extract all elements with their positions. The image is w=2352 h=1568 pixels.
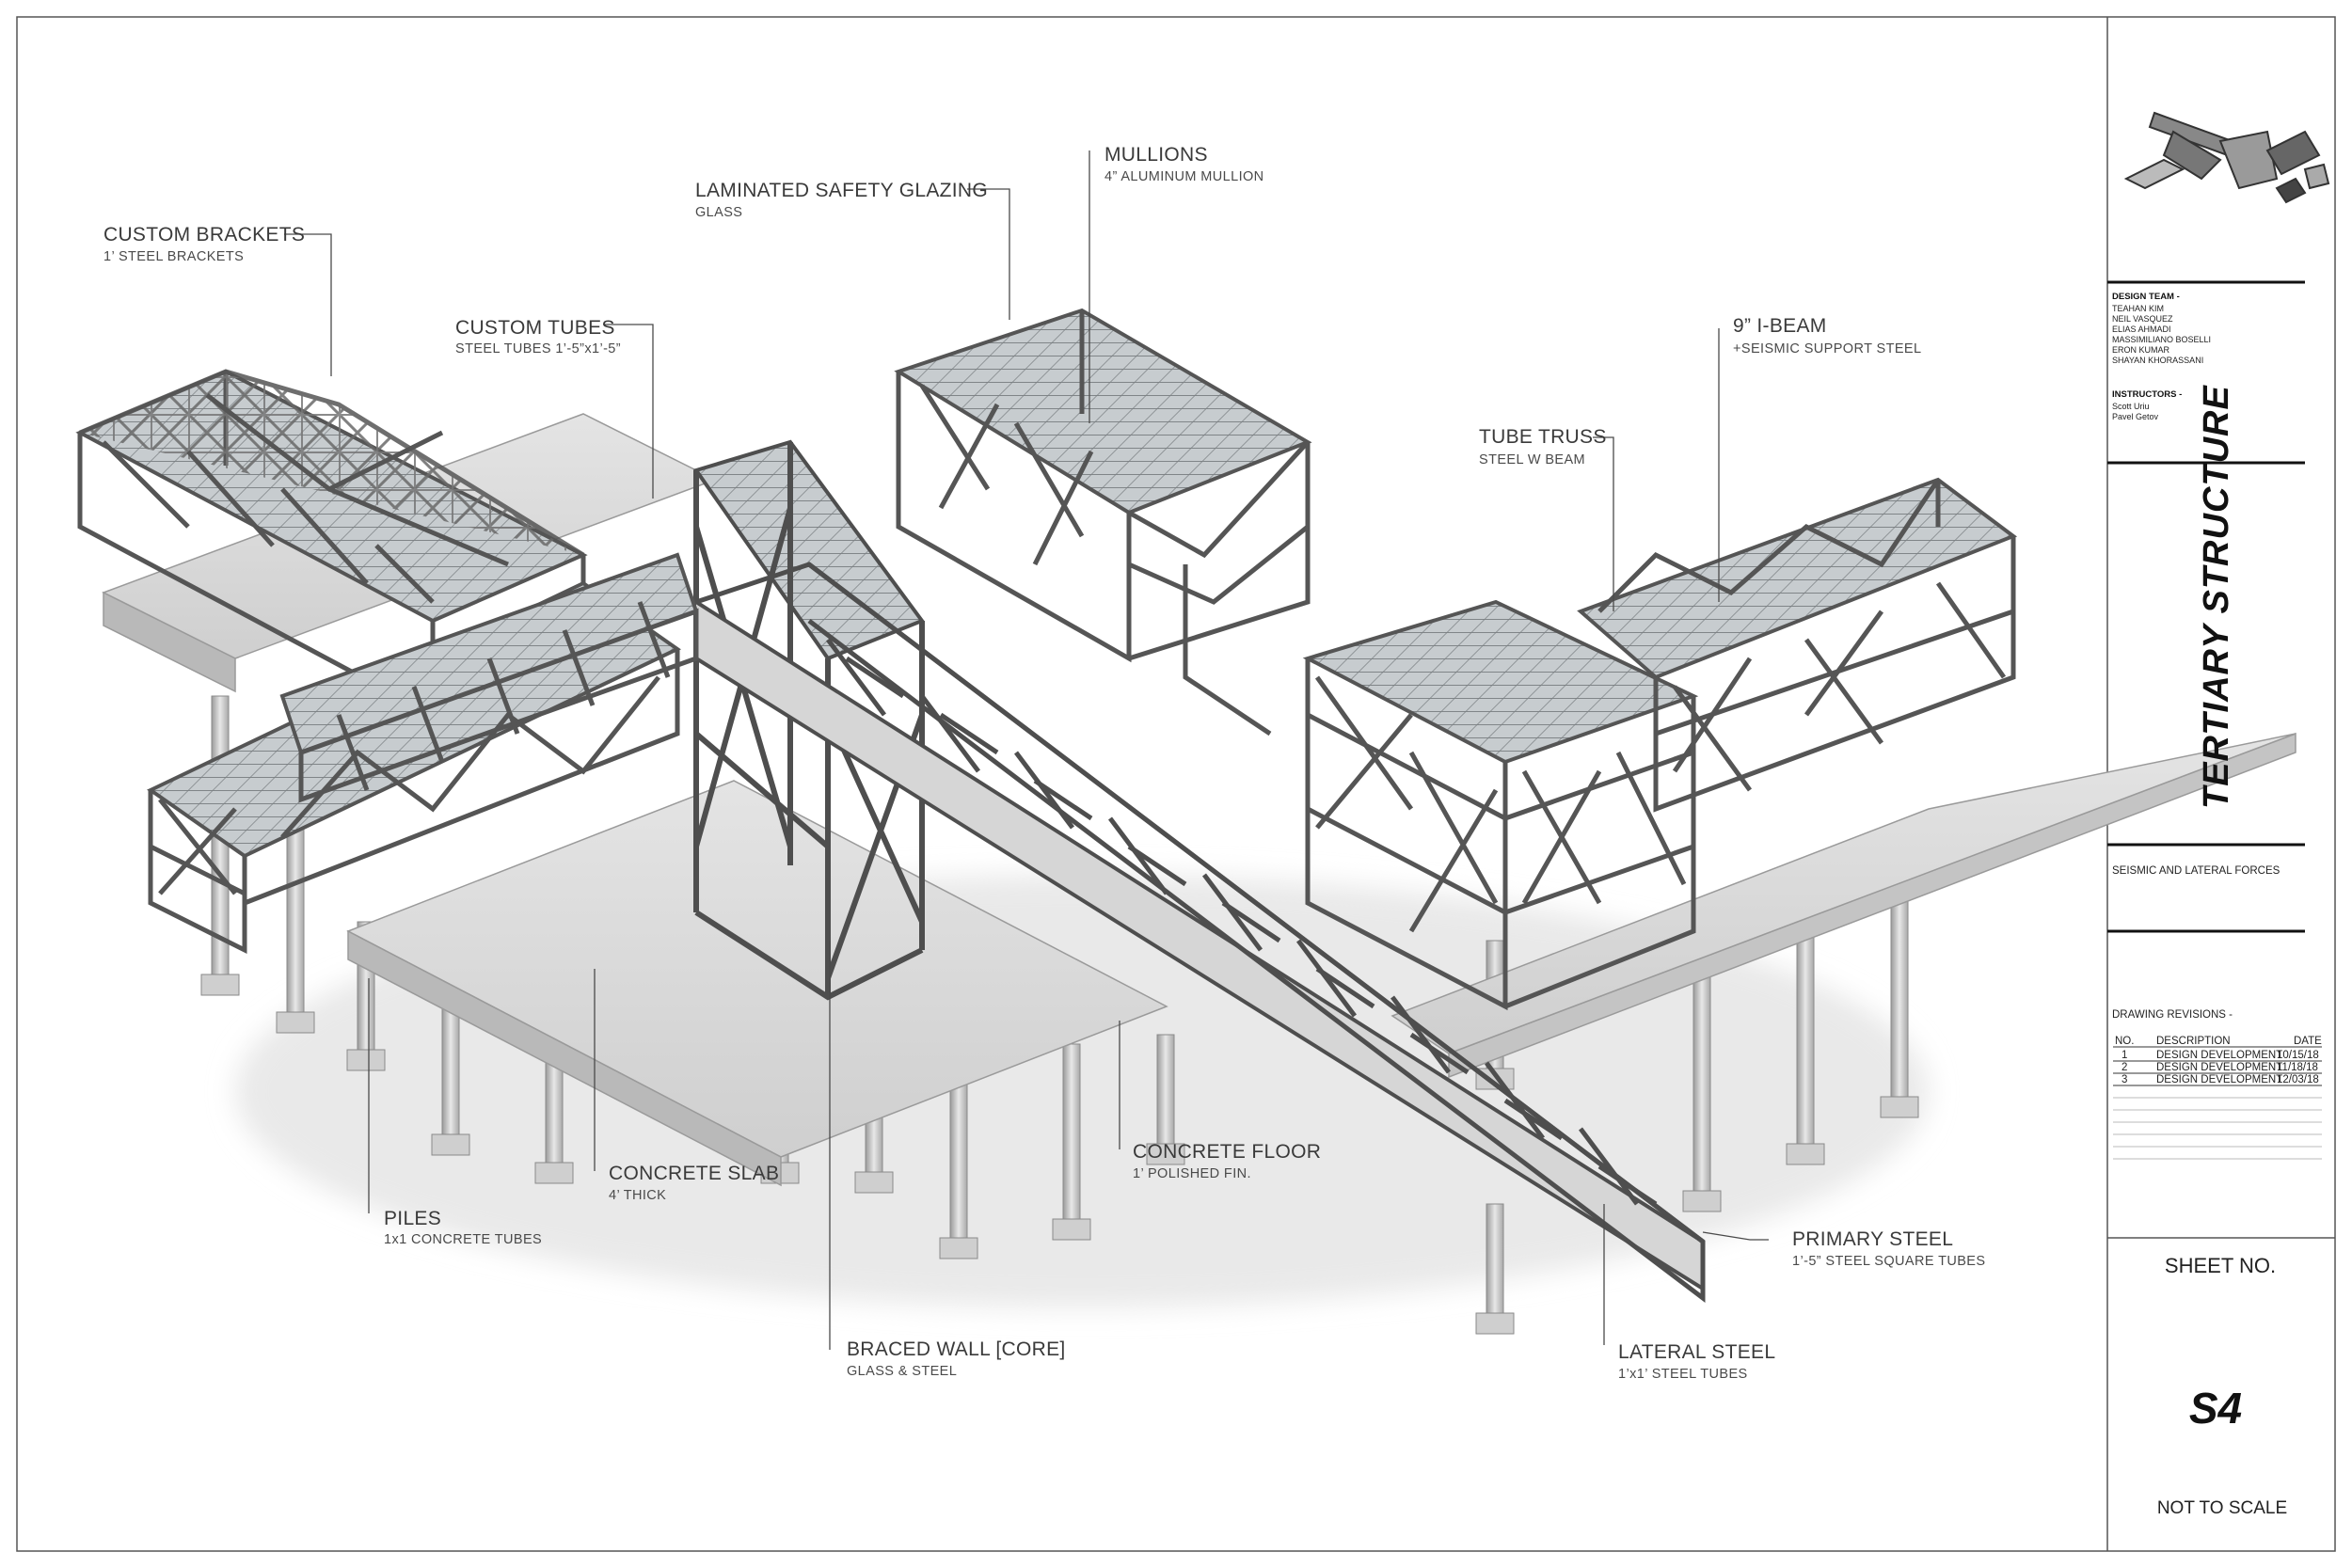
diagonal-bridge-truss	[694, 562, 1706, 1304]
design-team-list: TEAHAN KIM NEIL VASQUEZ ELIAS AHMADI MAS…	[2112, 304, 2211, 365]
svg-text:10/15/18: 10/15/18	[2277, 1050, 2319, 1061]
svg-text:DESCRIPTION: DESCRIPTION	[2156, 1036, 2231, 1047]
right-long-wing	[1577, 477, 2018, 813]
title-block: DESIGN TEAM - TEAHAN KIM NEIL VASQUEZ EL…	[2107, 111, 2335, 1518]
callout-title: CUSTOM BRACKETS	[103, 224, 305, 245]
svg-text:12/03/18: 12/03/18	[2277, 1074, 2319, 1085]
revisions-heading: DRAWING REVISIONS -	[2112, 1009, 2233, 1021]
callout-concrete-floor: CONCRETE FLOOR 1’ POLISHED FIN.	[1119, 1021, 1321, 1181]
scale-note: NOT TO SCALE	[2157, 1498, 2287, 1518]
key-plan-thumbnail	[2123, 111, 2330, 204]
callout-sub: +SEISMIC SUPPORT STEEL	[1733, 341, 1921, 356]
callout-title: 9” I-BEAM	[1733, 315, 1827, 337]
svg-text:SHAYAN KHORASSANI: SHAYAN KHORASSANI	[2112, 356, 2203, 365]
callout-concrete-slab: CONCRETE SLAB 4’ THICK	[594, 969, 779, 1203]
callout-custom-brackets: CUSTOM BRACKETS 1’ STEEL BRACKETS	[103, 224, 332, 376]
callout-title: PILES	[384, 1208, 441, 1229]
right-tower	[1302, 599, 1699, 1011]
callout-title: CONCRETE SLAB	[609, 1163, 779, 1184]
callout-sub: GLASS & STEEL	[847, 1364, 957, 1379]
svg-text:ELIAS AHMADI: ELIAS AHMADI	[2112, 325, 2171, 334]
svg-text:Scott Uriu: Scott Uriu	[2112, 402, 2150, 411]
upper-right-box	[894, 308, 1312, 736]
isometric-structure-drawing	[75, 308, 2296, 1335]
callout-laminated-glazing: LAMINATED SAFETY GLAZING GLASS	[695, 180, 1010, 320]
callout-braced-wall: BRACED WALL [CORE] GLASS & STEEL	[829, 941, 1066, 1379]
design-team-heading: DESIGN TEAM -	[2112, 292, 2180, 302]
revisions-table: NO. DESCRIPTION DATE 1 DESIGN DEVELOPMEN…	[2113, 1036, 2322, 1160]
svg-text:3: 3	[2122, 1074, 2127, 1085]
instructors-list: Scott Uriu Pavel Getov	[2112, 402, 2159, 421]
callout-mullions: MULLIONS 4” ALUMINUM MULLION	[1089, 144, 1264, 423]
svg-text:1: 1	[2122, 1050, 2127, 1061]
callout-primary-steel: PRIMARY STEEL 1’-5” STEEL SQUARE TUBES	[1702, 1228, 1985, 1269]
svg-text:TEAHAN KIM: TEAHAN KIM	[2112, 304, 2164, 313]
svg-text:ERON KUMAR: ERON KUMAR	[2112, 345, 2170, 355]
callout-tube-truss: TUBE TRUSS STEEL W BEAM	[1479, 426, 1614, 611]
callout-sub: 1x1 CONCRETE TUBES	[384, 1232, 542, 1247]
svg-text:11/18/18: 11/18/18	[2277, 1062, 2318, 1073]
callout-title: PRIMARY STEEL	[1792, 1228, 1953, 1250]
sheet-number: S4	[2189, 1384, 2242, 1433]
callout-sub: STEEL W BEAM	[1479, 452, 1585, 467]
svg-text:DESIGN DEVELOPMENT: DESIGN DEVELOPMENT	[2156, 1062, 2282, 1073]
callout-title: CONCRETE FLOOR	[1133, 1141, 1321, 1163]
callout-custom-tubes: CUSTOM TUBES STEEL TUBES 1’-5”x1’-5”	[455, 317, 654, 499]
callout-sub: 4’ THICK	[609, 1188, 666, 1203]
svg-text:NO.: NO.	[2115, 1036, 2134, 1047]
callout-sub: 1’-5” STEEL SQUARE TUBES	[1792, 1254, 1985, 1269]
callout-sub: 1’ STEEL BRACKETS	[103, 249, 244, 264]
svg-text:DESIGN DEVELOPMENT: DESIGN DEVELOPMENT	[2156, 1074, 2282, 1085]
left-bridge-truss	[279, 552, 699, 803]
callout-title: MULLIONS	[1104, 144, 1208, 166]
callout-sub: 1’x1’ STEEL TUBES	[1618, 1367, 1748, 1382]
sheet-title: TERTIARY STRUCTURE	[2197, 385, 2236, 809]
sheet-number-label: SHEET NO.	[2165, 1254, 2276, 1277]
callout-title: TUBE TRUSS	[1479, 426, 1607, 448]
callout-title: CUSTOM TUBES	[455, 317, 615, 339]
sheet-subtitle: SEISMIC AND LATERAL FORCES	[2112, 865, 2280, 877]
svg-text:MASSIMILIANO BOSELLI: MASSIMILIANO BOSELLI	[2112, 335, 2211, 344]
callout-title: LAMINATED SAFETY GLAZING	[695, 180, 988, 201]
svg-text:2: 2	[2122, 1062, 2127, 1073]
svg-text:DESIGN DEVELOPMENT: DESIGN DEVELOPMENT	[2156, 1050, 2282, 1061]
sheet-border	[16, 16, 2336, 1552]
svg-text:Pavel Getov: Pavel Getov	[2112, 412, 2159, 421]
callout-title: BRACED WALL [CORE]	[847, 1338, 1066, 1360]
callout-sub: GLASS	[695, 205, 742, 220]
svg-text:NEIL VASQUEZ: NEIL VASQUEZ	[2112, 314, 2173, 324]
svg-text:DATE: DATE	[2294, 1036, 2322, 1047]
upper-left-wing	[75, 369, 588, 720]
callouts: CUSTOM BRACKETS 1’ STEEL BRACKETS CUSTOM…	[103, 144, 1985, 1382]
callout-sub: 1’ POLISHED FIN.	[1133, 1166, 1251, 1181]
callout-sub: 4” ALUMINUM MULLION	[1104, 169, 1264, 184]
callout-sub: STEEL TUBES 1’-5”x1’-5”	[455, 341, 621, 356]
callout-piles: PILES 1x1 CONCRETE TUBES	[368, 978, 542, 1247]
instructors-heading: INSTRUCTORS -	[2112, 389, 2182, 400]
callout-i-beam: 9” I-BEAM +SEISMIC SUPPORT STEEL	[1718, 315, 1921, 602]
callout-lateral-steel: LATERAL STEEL 1’x1’ STEEL TUBES	[1603, 1204, 1775, 1382]
callout-title: LATERAL STEEL	[1618, 1341, 1775, 1363]
